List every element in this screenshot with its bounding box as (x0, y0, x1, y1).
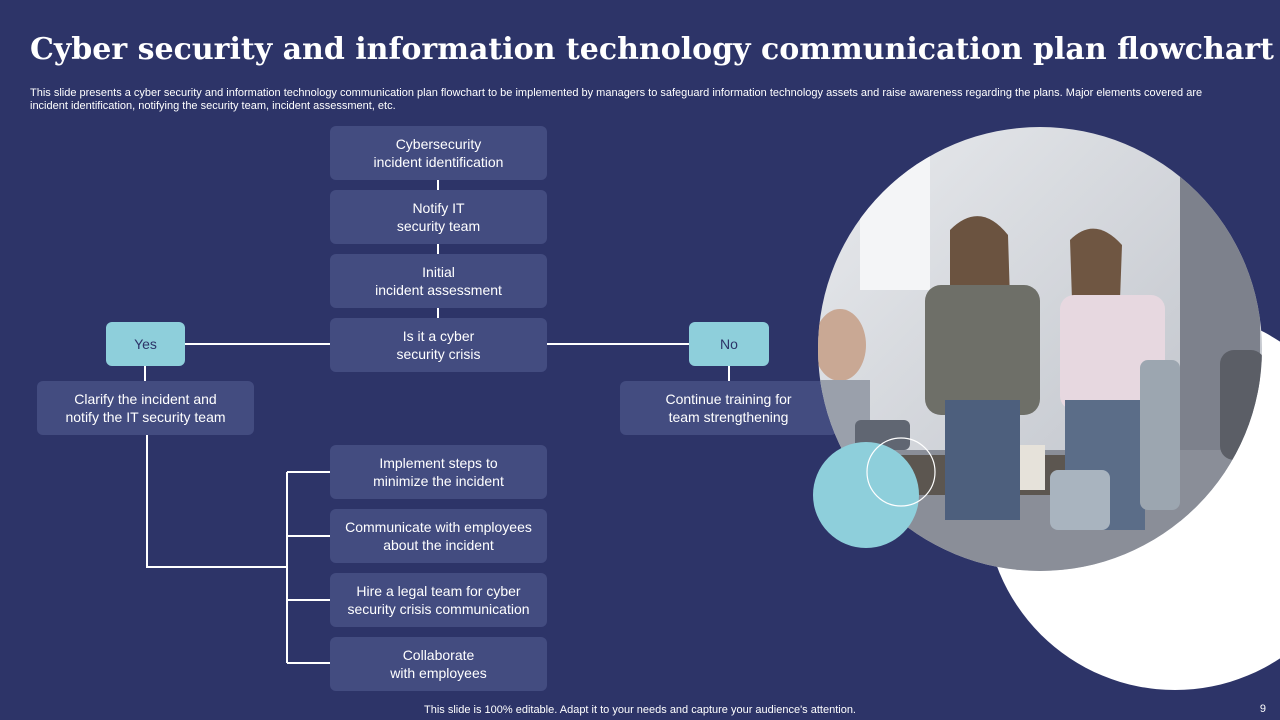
page-number: 9 (1259, 703, 1266, 715)
step-initial-assessment-label: Initial incident assessment (375, 264, 502, 298)
yes-action-clarify: Clarify the incident and notify the IT s… (37, 381, 254, 435)
teal-accent-circle (813, 442, 919, 548)
step-initial-assessment: Initial incident assessment (330, 254, 547, 308)
decision-cyber-crisis: Is it a cyber security crisis (330, 318, 547, 372)
action-collaborate-label: Collaborate with employees (390, 647, 487, 681)
action-implement-steps-label: Implement steps to minimize the incident (373, 455, 504, 489)
step-incident-identification: Cybersecurity incident identification (330, 126, 547, 180)
yes-tag: Yes (106, 322, 185, 366)
slide-subtitle: This slide presents a cyber security and… (30, 87, 1203, 112)
action-hire-legal-team: Hire a legal team for cyber security cri… (330, 573, 547, 627)
decision-cyber-crisis-label: Is it a cyber security crisis (396, 328, 481, 362)
no-action-training: Continue training for team strengthening (620, 381, 837, 435)
slide-title: Cyber security and information technolog… (30, 32, 1274, 67)
step-incident-identification-label: Cybersecurity incident identification (373, 136, 504, 170)
no-action-training-label: Continue training for team strengthening (665, 391, 792, 425)
step-notify-it-security: Notify IT security team (330, 190, 547, 244)
action-communicate-employees-label: Communicate with employees about the inc… (345, 519, 532, 553)
no-tag: No (689, 322, 769, 366)
action-implement-steps: Implement steps to minimize the incident (330, 445, 547, 499)
classroom-photo (818, 127, 1262, 571)
yes-action-clarify-label: Clarify the incident and notify the IT s… (65, 391, 226, 425)
footer-note: This slide is 100% editable. Adapt it to… (424, 704, 856, 716)
step-notify-it-security-label: Notify IT security team (396, 200, 481, 234)
action-communicate-employees: Communicate with employees about the inc… (330, 509, 547, 563)
action-collaborate: Collaborate with employees (330, 637, 547, 691)
outline-accent-circle (866, 437, 936, 507)
action-hire-legal-team-label: Hire a legal team for cyber security cri… (347, 583, 530, 617)
